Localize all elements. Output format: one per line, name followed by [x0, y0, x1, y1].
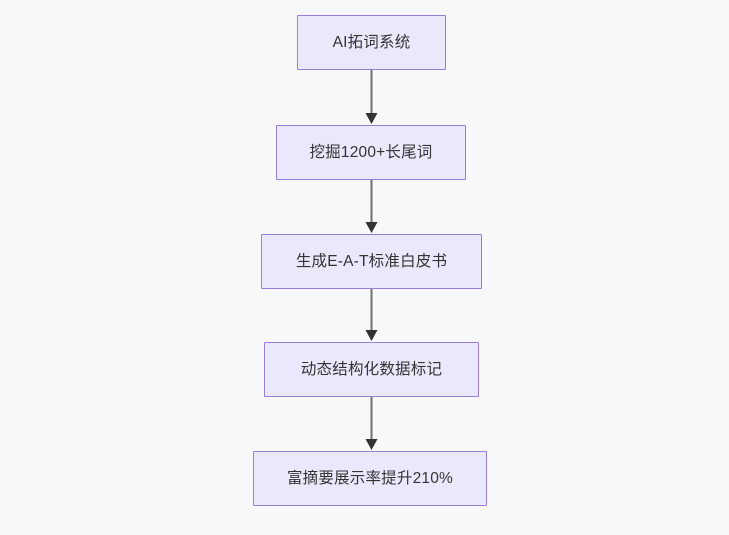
edge-n1-n2: [365, 70, 378, 124]
flow-node-dynamic-structured-data-markup[interactable]: 动态结构化数据标记: [264, 342, 479, 397]
flow-node-label: 动态结构化数据标记: [300, 360, 443, 378]
flow-node-label: 富摘要展示率提升210%: [286, 469, 454, 487]
flow-node-label: AI拓词系统: [332, 33, 411, 51]
flow-node-generate-eat-whitepaper[interactable]: 生成E-A-T标准白皮书: [261, 234, 482, 289]
edge-n2-n3: [365, 180, 378, 233]
edge-n4-n5: [365, 397, 378, 450]
flow-node-label: 挖掘1200+长尾词: [309, 143, 433, 161]
edge-n3-n4: [365, 289, 378, 341]
flow-node-ai-keyword-system[interactable]: AI拓词系统: [297, 15, 446, 70]
flow-node-label: 生成E-A-T标准白皮书: [295, 252, 448, 270]
flow-node-mine-longtail-keywords[interactable]: 挖掘1200+长尾词: [276, 125, 466, 180]
flow-node-rich-snippet-rate-increase[interactable]: 富摘要展示率提升210%: [253, 451, 487, 506]
